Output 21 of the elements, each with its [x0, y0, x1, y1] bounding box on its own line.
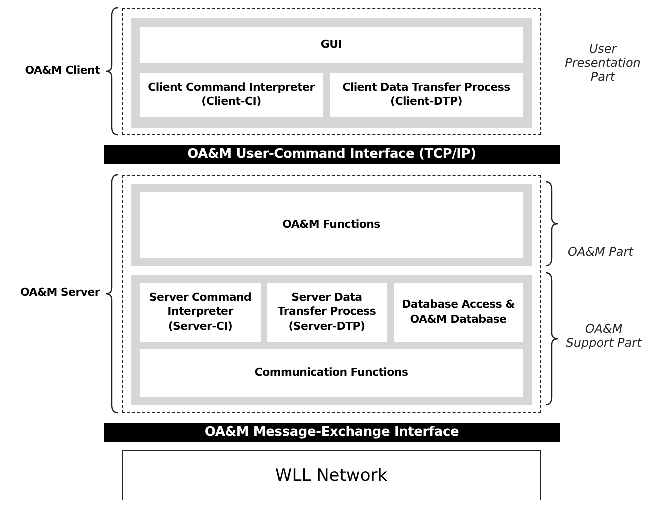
component-box: Client Command Interpreter (Client-CI): [140, 73, 323, 117]
layer-panel: [131, 275, 532, 405]
layer-panel: [131, 18, 532, 128]
side-label: User Presentation Part: [564, 42, 642, 84]
component-box: Server Command Interpreter (Server-CI): [140, 283, 261, 342]
layer-panel: [131, 184, 532, 266]
dashed-frame: [122, 8, 541, 135]
component-box: OA&M Functions: [140, 192, 523, 258]
dashed-frame: [122, 175, 541, 413]
component-box: Server Data Transfer Process (Server-DTP): [267, 283, 387, 342]
side-label: OA&M Client: [24, 64, 100, 77]
side-label: OA&M Support Part: [565, 322, 643, 350]
interface-bar: OA&M User-Command Interface (TCP/IP): [104, 145, 560, 164]
network-box: WLL Network: [122, 450, 541, 500]
component-box: Client Data Transfer Process (Client-DTP): [330, 73, 523, 117]
component-box: Communication Functions: [140, 349, 523, 397]
interface-bar: OA&M Message-Exchange Interface: [104, 423, 560, 442]
component-box: GUI: [140, 27, 523, 63]
side-label: OA&M Server: [19, 286, 100, 299]
component-box: Database Access & OA&M Database: [394, 283, 523, 342]
side-label: OA&M Part: [568, 245, 635, 259]
